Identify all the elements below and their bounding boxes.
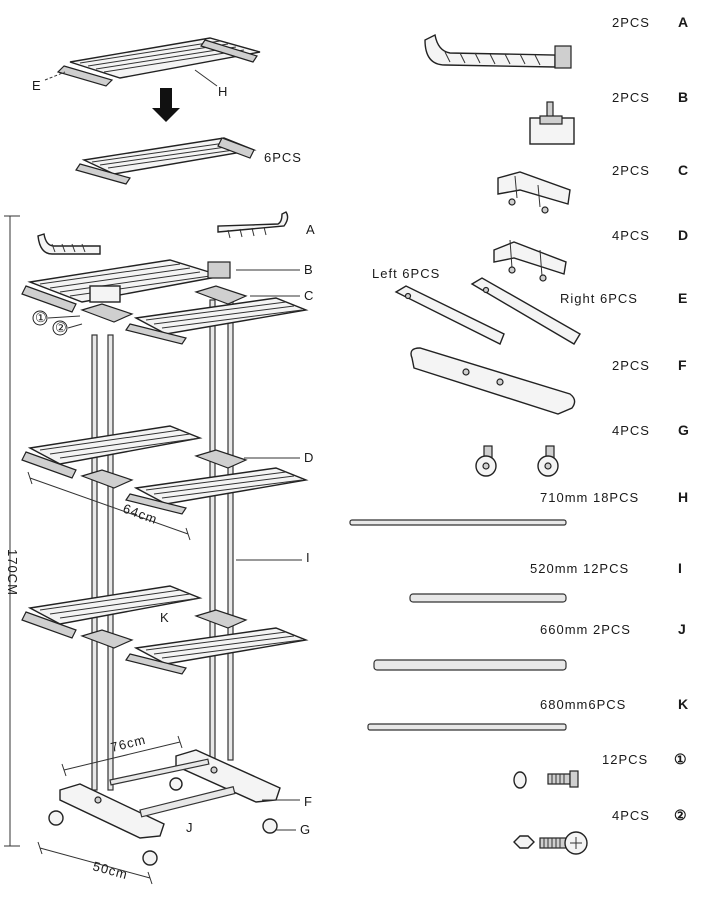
label-J: J bbox=[186, 820, 194, 835]
base-casters bbox=[48, 777, 278, 866]
base-dimension: 50cm bbox=[37, 841, 153, 885]
part-screw1-bolt bbox=[513, 770, 579, 789]
part-key-screw2: ② bbox=[674, 807, 687, 823]
dim-height: 170CM bbox=[5, 549, 20, 596]
label-C: C bbox=[304, 288, 314, 303]
part-qty-H: 710mm 18PCS bbox=[540, 490, 639, 505]
tower-hooks-A bbox=[37, 211, 289, 255]
part-H-rod bbox=[349, 519, 567, 526]
callout-screw2: ② bbox=[55, 320, 68, 335]
top-label-qty: 6PCS bbox=[264, 150, 302, 165]
top-label-E: E bbox=[32, 78, 42, 93]
part-A-hook-rail bbox=[424, 33, 572, 69]
part-key-screw1: ① bbox=[674, 751, 687, 767]
part-extra-E: Left 6PCS bbox=[372, 266, 440, 281]
shelf-middle bbox=[21, 425, 309, 515]
part-key-G: G bbox=[678, 422, 689, 438]
base-frame bbox=[59, 749, 281, 839]
part-D-bracket bbox=[493, 239, 567, 282]
arrow-down-icon bbox=[152, 88, 180, 122]
shelf-upper bbox=[21, 259, 309, 345]
top-rack-exploded bbox=[44, 37, 261, 87]
part-key-I: I bbox=[678, 560, 682, 576]
part-B-connector bbox=[529, 101, 575, 145]
top-rack-assembled bbox=[75, 137, 257, 185]
label-I: I bbox=[306, 550, 311, 565]
top-label-H: H bbox=[218, 84, 228, 99]
part-J-tube bbox=[373, 659, 567, 671]
part-qty-screw2: 4PCS bbox=[612, 808, 650, 823]
parts-list: A 2PCS B 2PCS C 2PCS D 4PCS bbox=[349, 14, 689, 855]
shelf-lower bbox=[21, 585, 309, 675]
part-screw2-bolt bbox=[513, 831, 588, 855]
part-key-F: F bbox=[678, 357, 687, 373]
part-key-E: E bbox=[678, 290, 687, 306]
label-F: F bbox=[304, 794, 313, 809]
part-key-C: C bbox=[678, 162, 688, 178]
part-key-H: H bbox=[678, 489, 688, 505]
part-key-A: A bbox=[678, 14, 688, 30]
part-C-bracket bbox=[497, 171, 571, 214]
label-K: K bbox=[160, 610, 170, 625]
part-qty-screw1: 12PCS bbox=[602, 752, 648, 767]
label-G: G bbox=[300, 822, 311, 837]
label-A: A bbox=[306, 222, 316, 237]
screw-callouts: ① ② bbox=[32, 310, 83, 336]
part-qty-A: 2PCS bbox=[612, 15, 650, 30]
part-G-casters bbox=[475, 445, 559, 477]
part-key-B: B bbox=[678, 89, 688, 105]
label-B: B bbox=[304, 262, 314, 277]
part-qty-E: Right 6PCS bbox=[560, 291, 638, 306]
part-qty-K: 680mm6PCS bbox=[540, 697, 626, 712]
height-dimension: 170CM bbox=[4, 215, 20, 847]
part-qty-D: 4PCS bbox=[612, 228, 650, 243]
part-key-J: J bbox=[678, 621, 686, 637]
callout-screw1: ① bbox=[35, 310, 48, 325]
tower-poles bbox=[91, 299, 234, 791]
dim-base: 50cm bbox=[91, 858, 129, 882]
part-qty-J: 660mm 2PCS bbox=[540, 622, 631, 637]
part-qty-F: 2PCS bbox=[612, 358, 650, 373]
part-key-K: K bbox=[678, 696, 688, 712]
label-D: D bbox=[304, 450, 314, 465]
part-qty-G: 4PCS bbox=[612, 423, 650, 438]
part-F-base-bar bbox=[410, 347, 576, 415]
part-qty-B: 2PCS bbox=[612, 90, 650, 105]
part-K-tube bbox=[367, 723, 567, 731]
part-qty-I: 520mm 12PCS bbox=[530, 561, 629, 576]
part-qty-C: 2PCS bbox=[612, 163, 650, 178]
part-I-tube bbox=[409, 593, 567, 603]
assembly-view: E H 6PCS 170CM A bbox=[4, 37, 316, 885]
part-E-arms bbox=[394, 277, 581, 345]
part-key-D: D bbox=[678, 227, 688, 243]
